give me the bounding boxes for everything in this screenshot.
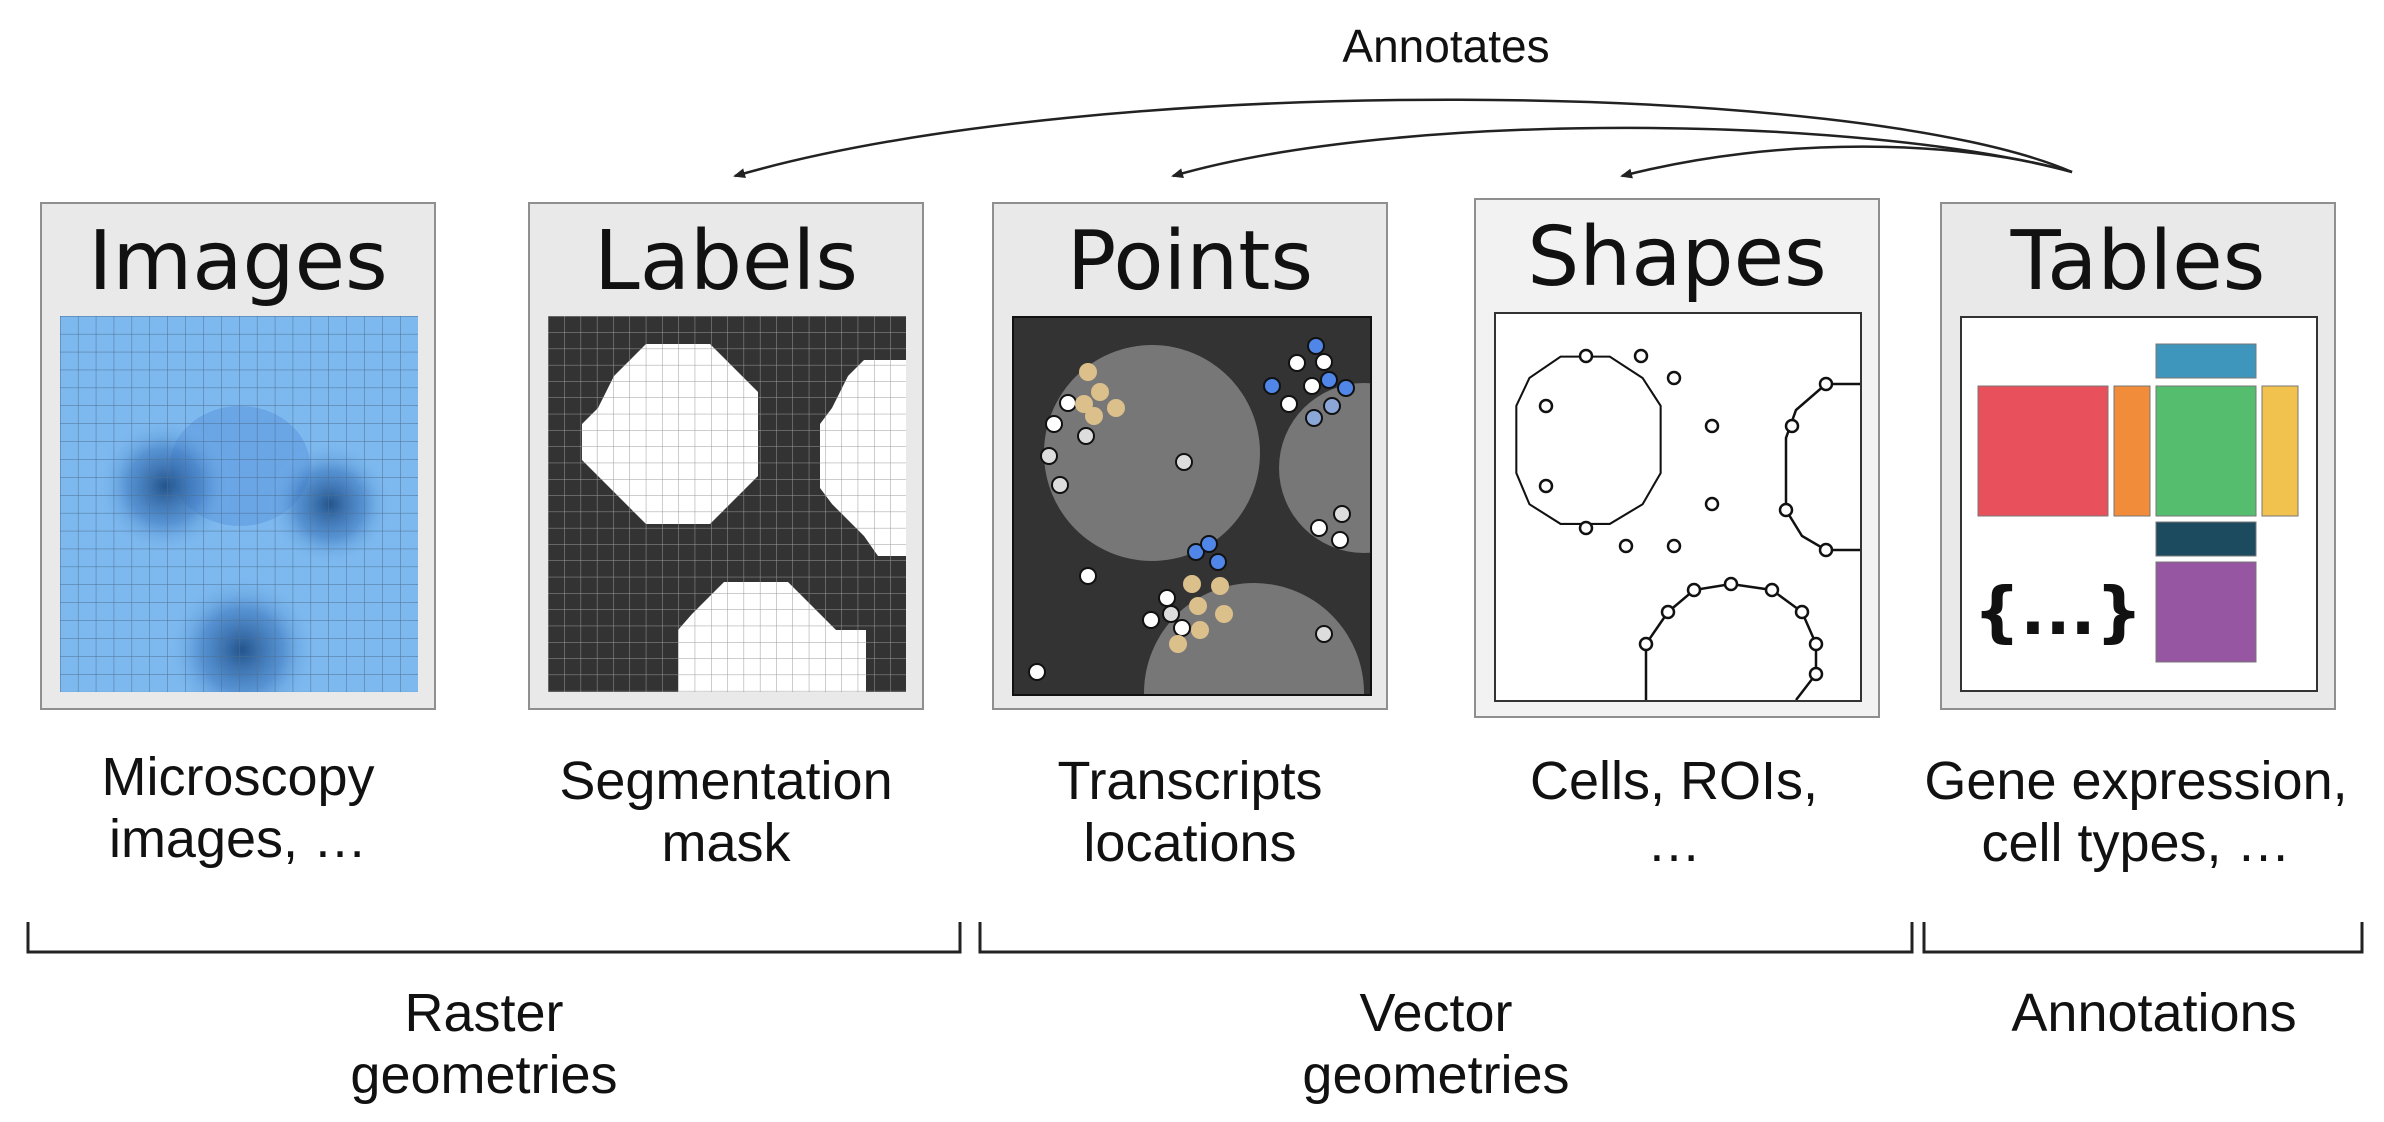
caption-points: Transcripts locations — [1057, 751, 1323, 873]
arrow-to-labels — [733, 98, 2073, 179]
panel-title-tables: Tables — [2010, 214, 2266, 309]
panel-shapes: Shapes — [1474, 198, 1880, 718]
tables-thumbnail: {...} — [1960, 316, 2318, 692]
points-thumbnail — [1012, 316, 1372, 696]
group-label-annotations: Annotations — [2011, 983, 2297, 1043]
caption-shapes: Cells, ROIs, … — [1529, 751, 1819, 873]
group-label-vector: Vector geometries — [1302, 983, 1570, 1105]
shapes-thumbnail — [1494, 312, 1862, 702]
panel-points: Points — [992, 202, 1388, 710]
panel-images: Images — [40, 202, 436, 710]
annotates-label: Annotates — [1342, 20, 1550, 72]
panel-title-shapes: Shapes — [1527, 210, 1827, 305]
panel-title-labels: Labels — [594, 214, 858, 309]
caption-tables: Gene expression, cell types, … — [1924, 751, 2348, 873]
images-thumbnail — [60, 316, 418, 692]
panel-title-images: Images — [88, 214, 388, 309]
panel-labels: Labels — [528, 202, 924, 710]
group-label-raster: Raster geometries — [350, 983, 618, 1105]
caption-labels: Segmentation mask — [559, 751, 893, 873]
caption-images: Microscopy images, … — [101, 747, 375, 869]
panel-title-points: Points — [1066, 214, 1314, 309]
panel-tables: Tables {...} — [1940, 202, 2336, 710]
arrow-to-points — [1171, 126, 2073, 179]
dict-symbol: {...} — [1973, 573, 2142, 650]
arrow-to-shapes — [1620, 145, 2073, 179]
labels-thumbnail — [548, 316, 906, 692]
